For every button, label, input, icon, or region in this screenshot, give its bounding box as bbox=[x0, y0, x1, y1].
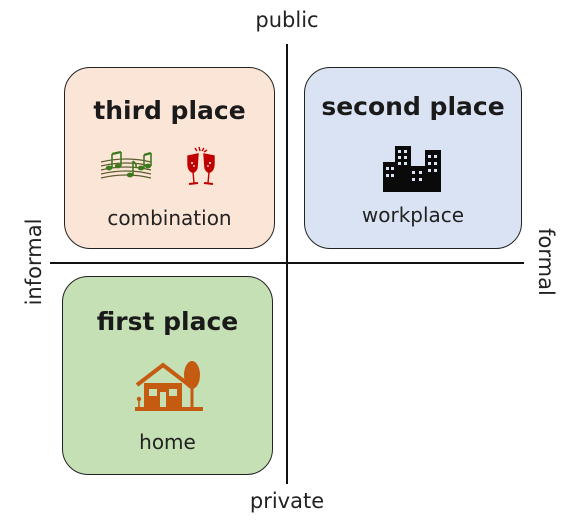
second-place-title: second place bbox=[321, 92, 505, 121]
third-place-card: third place bbox=[64, 67, 275, 249]
third-place-title: third place bbox=[93, 96, 246, 125]
second-place-caption: workplace bbox=[361, 203, 465, 227]
second-place-card: second place workplace bbox=[304, 67, 522, 249]
music-notes-icon bbox=[100, 150, 152, 179]
office-buildings-icon bbox=[383, 146, 441, 192]
axis-label-left: informal bbox=[22, 218, 46, 306]
house-with-tree-icon bbox=[135, 361, 203, 411]
axis-label-right: formal bbox=[534, 228, 558, 296]
first-place-title: first place bbox=[96, 307, 239, 336]
axis-label-bottom: private bbox=[249, 489, 325, 513]
first-place-caption: home bbox=[139, 430, 196, 454]
first-place-card: first place home bbox=[62, 276, 273, 475]
vertical-axis bbox=[286, 44, 288, 484]
axis-label-top: public bbox=[255, 8, 319, 32]
third-place-caption: combination bbox=[107, 206, 232, 230]
champagne-toast-icon bbox=[187, 146, 215, 185]
